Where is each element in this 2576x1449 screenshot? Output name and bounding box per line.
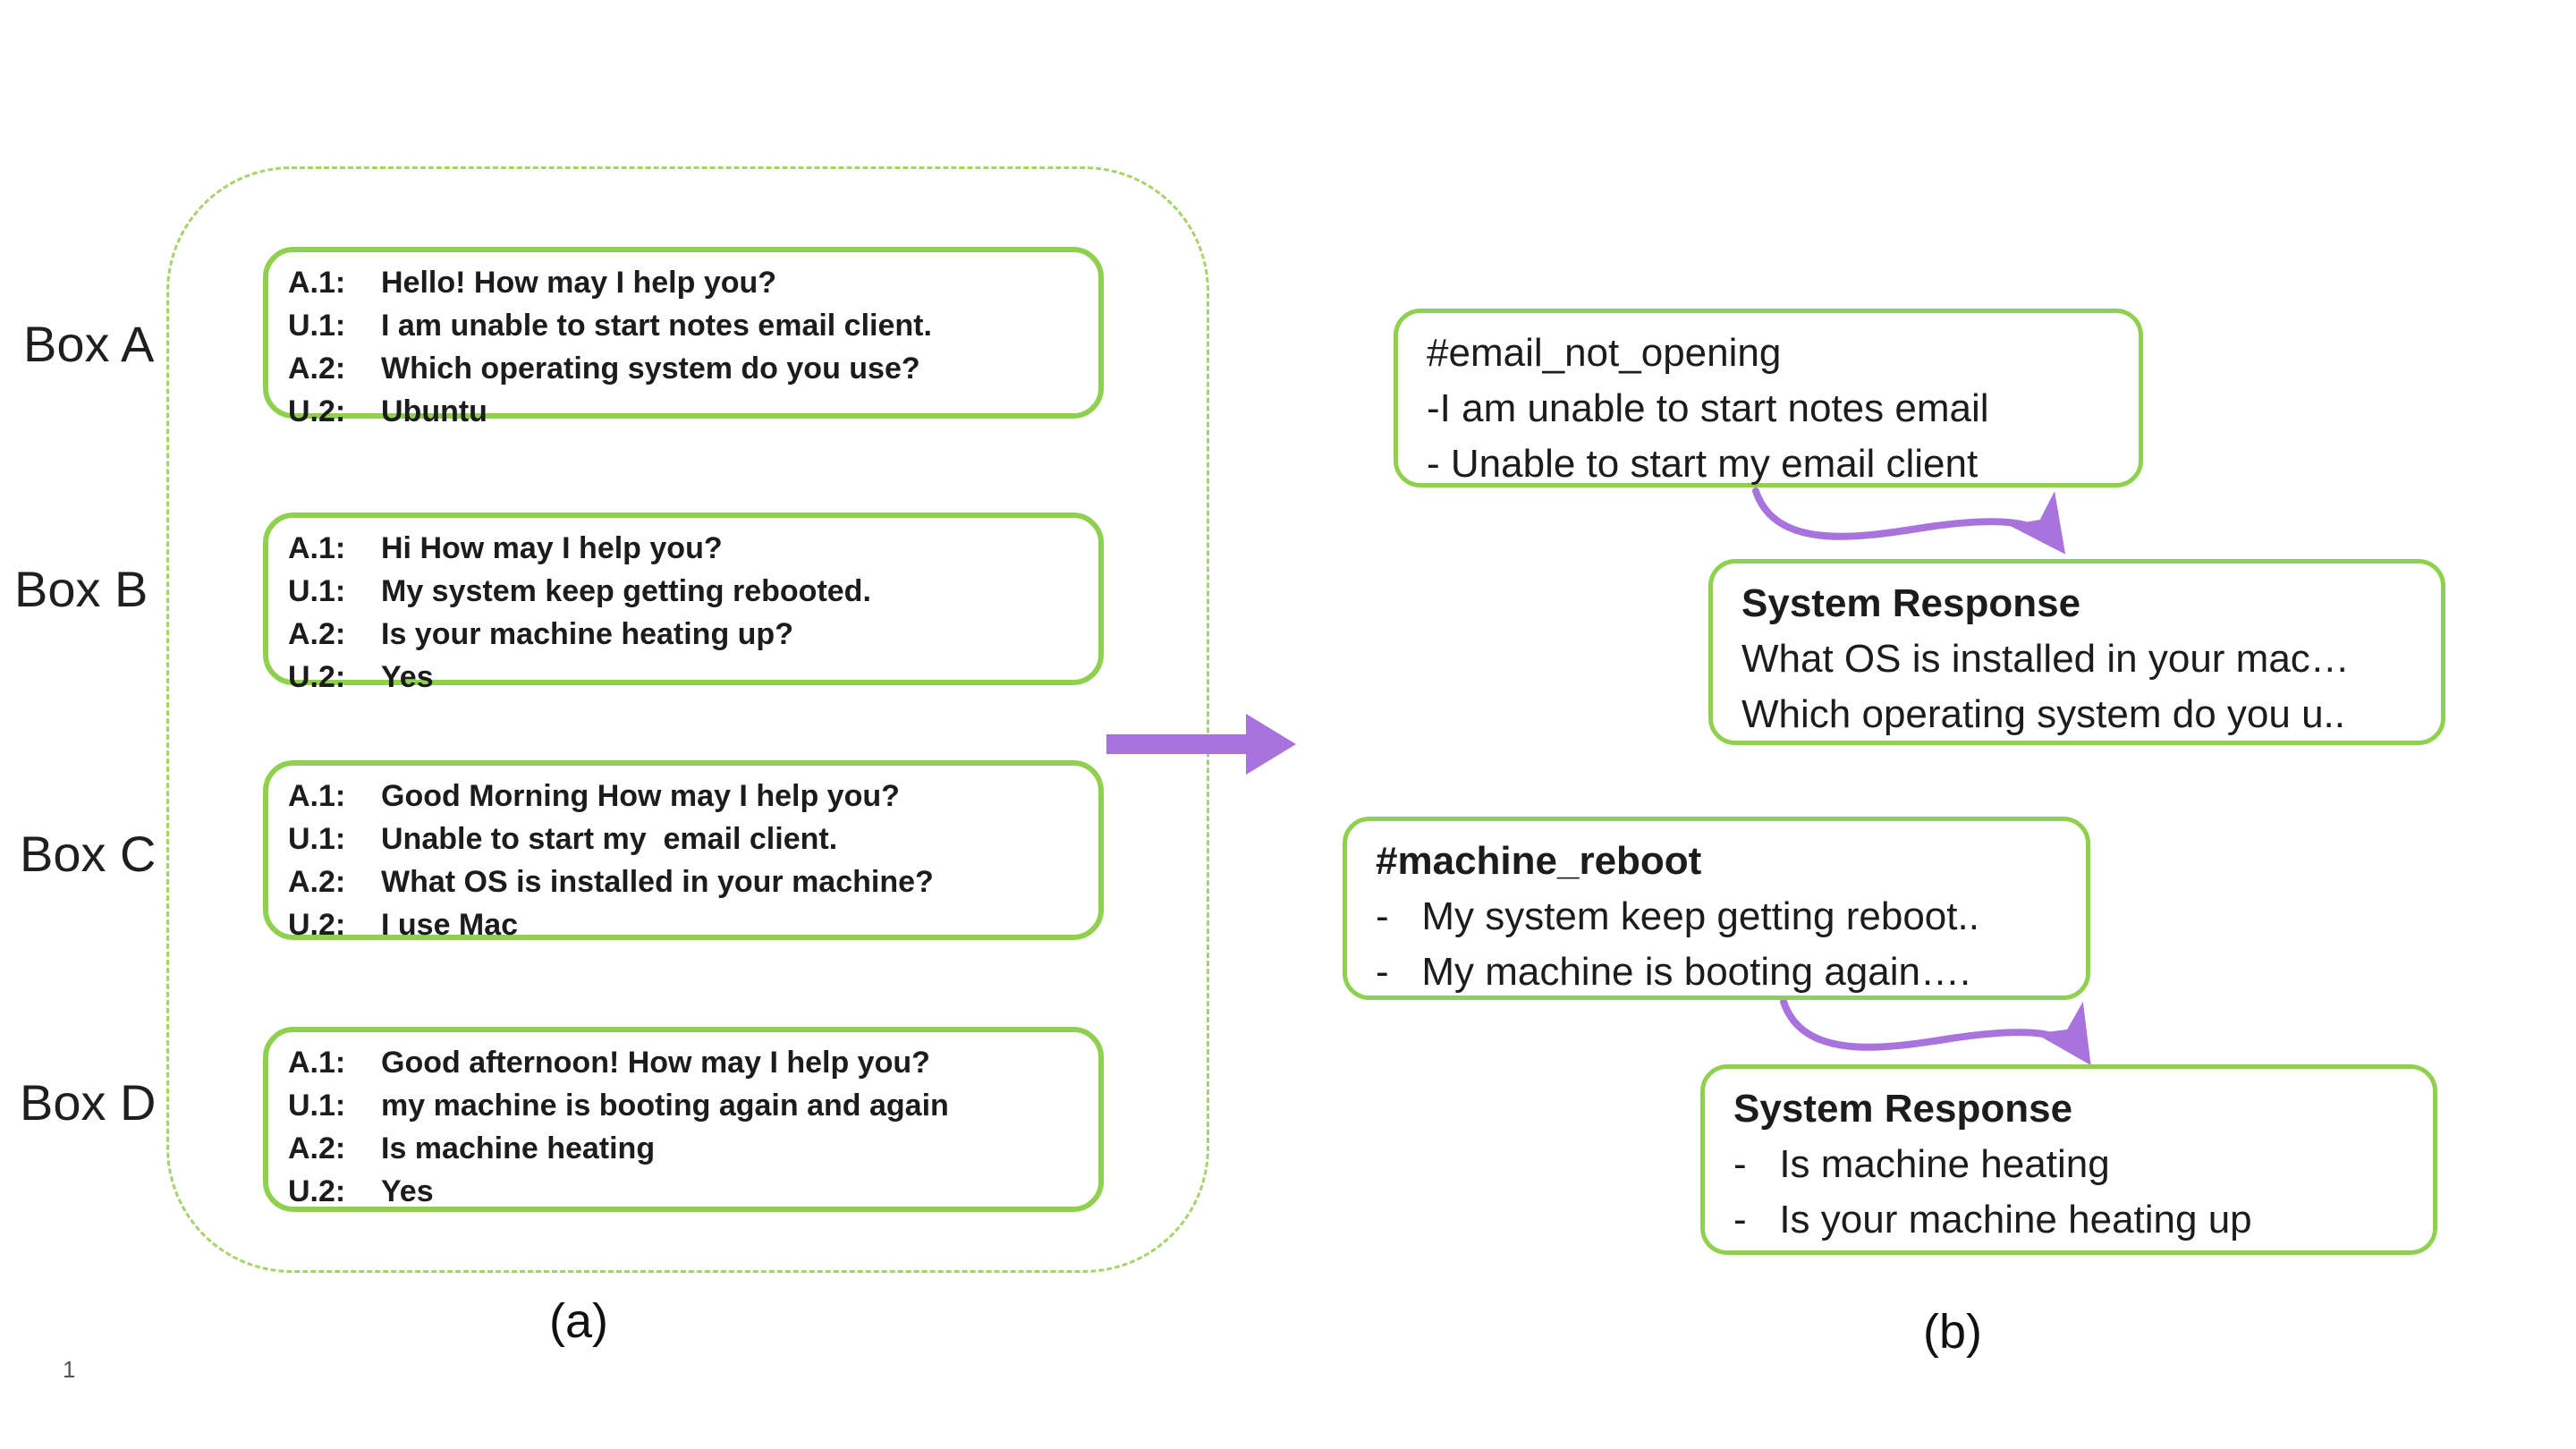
speaker-tag: U.1: [288, 309, 346, 343]
dialog-turn: U.1: Unable to start my email client. [288, 818, 1082, 860]
speaker-tag: U.2: [288, 394, 346, 428]
intent-utterance: - Unable to start my email client [1427, 442, 1979, 486]
speaker-tag: A.2: [288, 1131, 346, 1165]
utterance: Yes [381, 660, 434, 694]
speaker-tag: U.2: [288, 908, 346, 942]
dialog-turn: U.2: Ubuntu [288, 390, 1082, 433]
utterance: What OS is installed in your machine? [381, 865, 934, 899]
utterance: Hi How may I help you? [381, 531, 723, 565]
slide-page-number: 1 [63, 1356, 76, 1383]
dialog-box-c: A.1: Good Morning How may I help you? U.1… [263, 760, 1104, 942]
dialog-turn: U.2: Yes [288, 1170, 1082, 1213]
utterance: I use Mac [381, 908, 519, 942]
speaker-tag: U.1: [288, 1089, 346, 1123]
intent-box-machine-reboot: #machine_reboot - My system keep getting… [1343, 817, 2090, 1000]
dialog-turn: U.1: I am unable to start notes email cli… [288, 304, 1082, 347]
box-d-label: Box D [20, 1074, 157, 1131]
dialog-turn: U.2: I use Mac [288, 903, 1082, 946]
dialog-box-a: A.1: Hello! How may I help you? U.1: I am … [263, 247, 1104, 428]
utterance: my machine is booting again and again [381, 1089, 949, 1123]
utterance: Yes [381, 1174, 434, 1208]
dialog-box-d: A.1:Good afternoon! How may I help you? … [263, 1027, 1104, 1212]
speaker-tag: U.2: [288, 1174, 346, 1208]
utterance: Good Morning How may I help you? [381, 779, 900, 813]
dialog-turn: A.2: Which operating system do you use? [288, 347, 1082, 390]
speaker-tag: U.2: [288, 660, 346, 694]
intent-box-email-not-opening: #email_not_opening -I am unable to start… [1394, 309, 2143, 487]
dialog-turn: A.1: Good afternoon! How may I help you? [288, 1041, 1082, 1084]
intent-utterance: - My machine is booting again…. [1376, 950, 1971, 994]
dialog-turn: U.1: My system keep getting rebooted. [288, 570, 1082, 613]
utterance: Is your machine heating up? [381, 617, 793, 651]
dialog-box-b: A.1: Hi How may I help you? U.1: My system… [263, 513, 1104, 694]
subfigure-caption-a: (a) [549, 1294, 608, 1348]
utterance: Is machine heating [381, 1131, 656, 1165]
utterance: Which operating system do you use? [381, 352, 920, 386]
speaker-tag: A.1: [288, 531, 346, 565]
intent-utterance: -I am unable to start notes email [1427, 386, 1989, 430]
system-response-utterance: Which operating system do you u.. [1741, 692, 2345, 736]
box-b-label: Box B [14, 561, 148, 617]
speaker-tag: U.1: [288, 574, 346, 608]
speaker-tag: A.1: [288, 1046, 346, 1080]
speaker-tag: A.2: [288, 352, 346, 386]
box-c-label: Box C [20, 826, 157, 882]
dialog-turn: A.2: What OS is installed in your machine… [288, 860, 1082, 903]
dialog-turn: A.1: Hi How may I help you? [288, 527, 1082, 570]
dialog-turn: A.1: Hello! How may I help you? [288, 261, 1082, 304]
dialog-turn: A.1: Good Morning How may I help you? [288, 775, 1082, 818]
cluster-link-arrow-1 [1752, 487, 2066, 555]
intent-name: #machine_reboot [1376, 839, 1702, 883]
intent-utterance: - My system keep getting reboot.. [1376, 894, 1979, 938]
speaker-tag: A.2: [288, 865, 346, 899]
system-response-box-2: System Response - Is machine heating - I… [1700, 1064, 2437, 1255]
speaker-tag: A.1: [288, 266, 346, 300]
utterance: I am unable to start notes email client. [381, 309, 932, 343]
speaker-tag: A.1: [288, 779, 346, 813]
utterance: Good afternoon! How may I help you? [381, 1046, 930, 1080]
system-response-title: System Response [1741, 581, 2081, 625]
system-response-title: System Response [1733, 1087, 2073, 1131]
utterance: My system keep getting rebooted. [381, 574, 871, 608]
box-a-label: Box A [23, 316, 155, 372]
subfigure-caption-b: (b) [1923, 1305, 1982, 1359]
system-response-utterance: - Is your machine heating up [1733, 1198, 2252, 1241]
system-response-box-1: System Response What OS is installed in … [1708, 559, 2445, 745]
system-response-utterance: - Is machine heating [1733, 1142, 2110, 1186]
intent-name: #email_not_opening [1427, 331, 1782, 375]
dialog-turn: U.2: Yes [288, 656, 1082, 699]
dialog-turn: U.1: my machine is booting again and agai… [288, 1084, 1082, 1127]
system-response-utterance: What OS is installed in your mac… [1741, 637, 2350, 681]
speaker-tag: A.2: [288, 617, 346, 651]
dialog-turn: A.2: Is your machine heating up? [288, 613, 1082, 656]
dialog-turn: A.2: Is machine heating [288, 1127, 1082, 1170]
speaker-tag: U.1: [288, 822, 346, 856]
cluster-link-arrow-2 [1780, 998, 2091, 1065]
utterance: Unable to start my email client. [381, 822, 838, 856]
utterance: Ubuntu [381, 394, 487, 428]
utterance: Hello! How may I help you? [381, 266, 777, 300]
